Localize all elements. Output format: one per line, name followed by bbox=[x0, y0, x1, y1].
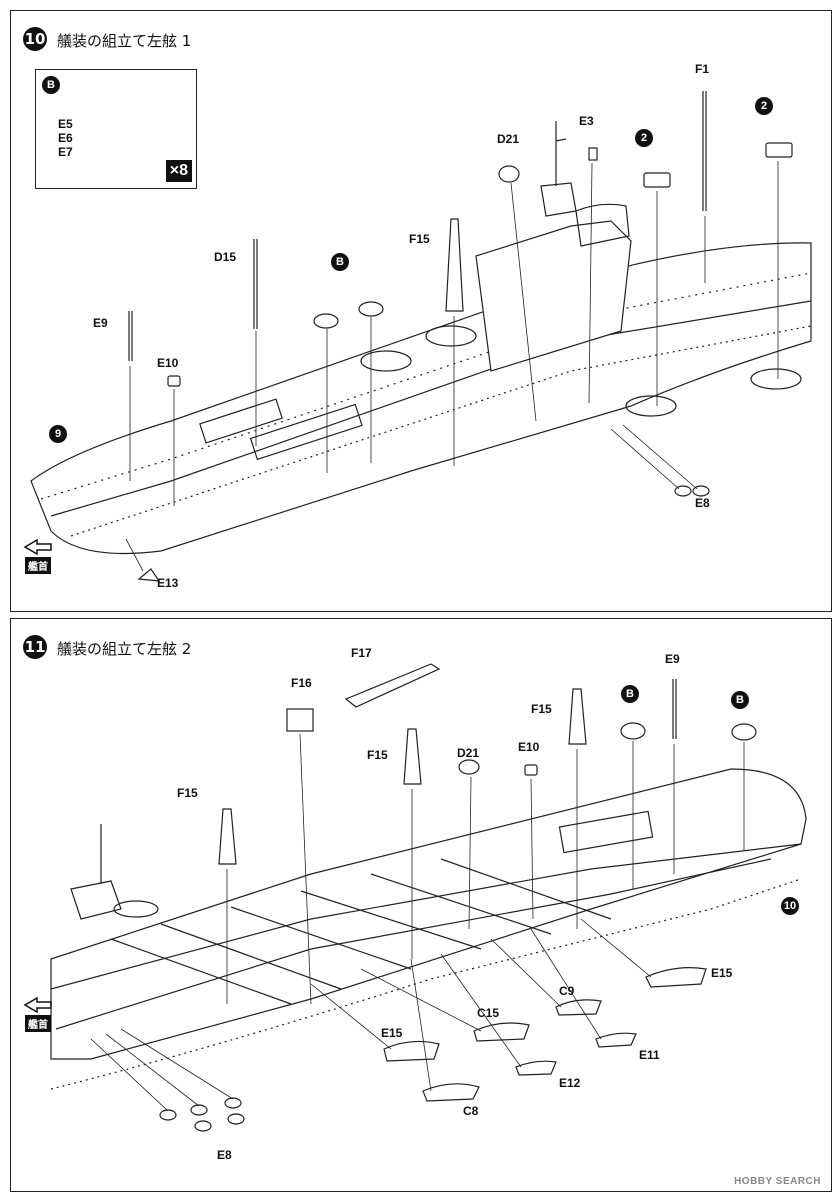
step-number-badge: 11 bbox=[23, 635, 47, 659]
inset-subassembly-box: B E5 E6 E7 ×8 bbox=[35, 69, 197, 189]
subassembly-ref-2b: 2 bbox=[755, 97, 773, 115]
prior-step-ref-9: 9 bbox=[49, 425, 67, 443]
ship-hull-drawing-step11 bbox=[50, 663, 807, 1132]
step-number-badge: 10 bbox=[23, 27, 47, 51]
step-10-panel: 10 艤装の組立て左舷 1 B E5 E6 E7 ×8 F1 E3 D21 F1… bbox=[10, 10, 832, 612]
part-label-e15: E15 bbox=[711, 966, 733, 980]
part-label-e15: E15 bbox=[381, 1026, 403, 1040]
part-label-e9: E9 bbox=[665, 652, 680, 666]
part-label-e13: E13 bbox=[157, 576, 179, 590]
subassembly-ref-2a: 2 bbox=[635, 129, 653, 147]
part-label: E7 bbox=[58, 145, 73, 159]
part-label-e9: E9 bbox=[93, 316, 108, 330]
part-label-e10: E10 bbox=[157, 356, 179, 370]
quantity-multiplier: ×8 bbox=[165, 160, 192, 182]
part-label: E5 bbox=[58, 117, 73, 131]
part-label-d21: D21 bbox=[457, 746, 480, 760]
subassembly-ref-b: B bbox=[331, 253, 349, 271]
bow-label: 艦首 bbox=[25, 557, 51, 574]
arrow-left-icon bbox=[23, 539, 52, 555]
part-label-c8: C8 bbox=[463, 1104, 479, 1118]
bow-direction-indicator: 艦首 bbox=[23, 997, 53, 1032]
part-label-e3: E3 bbox=[579, 114, 594, 128]
part-label-e8: E8 bbox=[695, 496, 710, 510]
part-label-f15: F15 bbox=[177, 786, 198, 800]
part-label-f17: F17 bbox=[351, 646, 372, 660]
subassembly-ref-badge: B bbox=[42, 76, 60, 94]
part-label-e12: E12 bbox=[559, 1076, 581, 1090]
step-title: 艤装の組立て左舷 1 bbox=[57, 32, 192, 50]
bow-direction-indicator: 艦首 bbox=[23, 539, 53, 574]
part-label-c15: C15 bbox=[477, 1006, 500, 1020]
part-label-f15: F15 bbox=[409, 232, 430, 246]
subassembly-ref-b: B bbox=[621, 685, 639, 703]
part-label-d15: D15 bbox=[214, 250, 237, 264]
part-label-f15: F15 bbox=[531, 702, 552, 716]
watermark: HOBBY SEARCH bbox=[734, 1176, 821, 1187]
part-label: E6 bbox=[58, 131, 73, 145]
step-title: 艤装の組立て左舷 2 bbox=[57, 640, 192, 658]
bow-label: 艦首 bbox=[25, 1015, 51, 1032]
ship-hull-drawing-step10 bbox=[30, 86, 812, 582]
part-label-f1: F1 bbox=[695, 62, 710, 76]
step-11-panel: 11 艤装の組立て左舷 2 F17 F16 E9 F15 F15 F15 D21… bbox=[10, 618, 832, 1192]
part-label-f16: F16 bbox=[291, 676, 312, 690]
part-label-c9: C9 bbox=[559, 984, 575, 998]
part-label-e11: E11 bbox=[639, 1048, 660, 1062]
part-label-e10: E10 bbox=[518, 740, 540, 754]
arrow-left-icon bbox=[23, 997, 52, 1013]
part-label-f15: F15 bbox=[367, 748, 388, 762]
prior-step-ref-10: 10 bbox=[781, 897, 799, 915]
part-label-e8: E8 bbox=[217, 1148, 232, 1162]
subassembly-ref-b: B bbox=[731, 691, 749, 709]
part-label-d21: D21 bbox=[497, 132, 520, 146]
